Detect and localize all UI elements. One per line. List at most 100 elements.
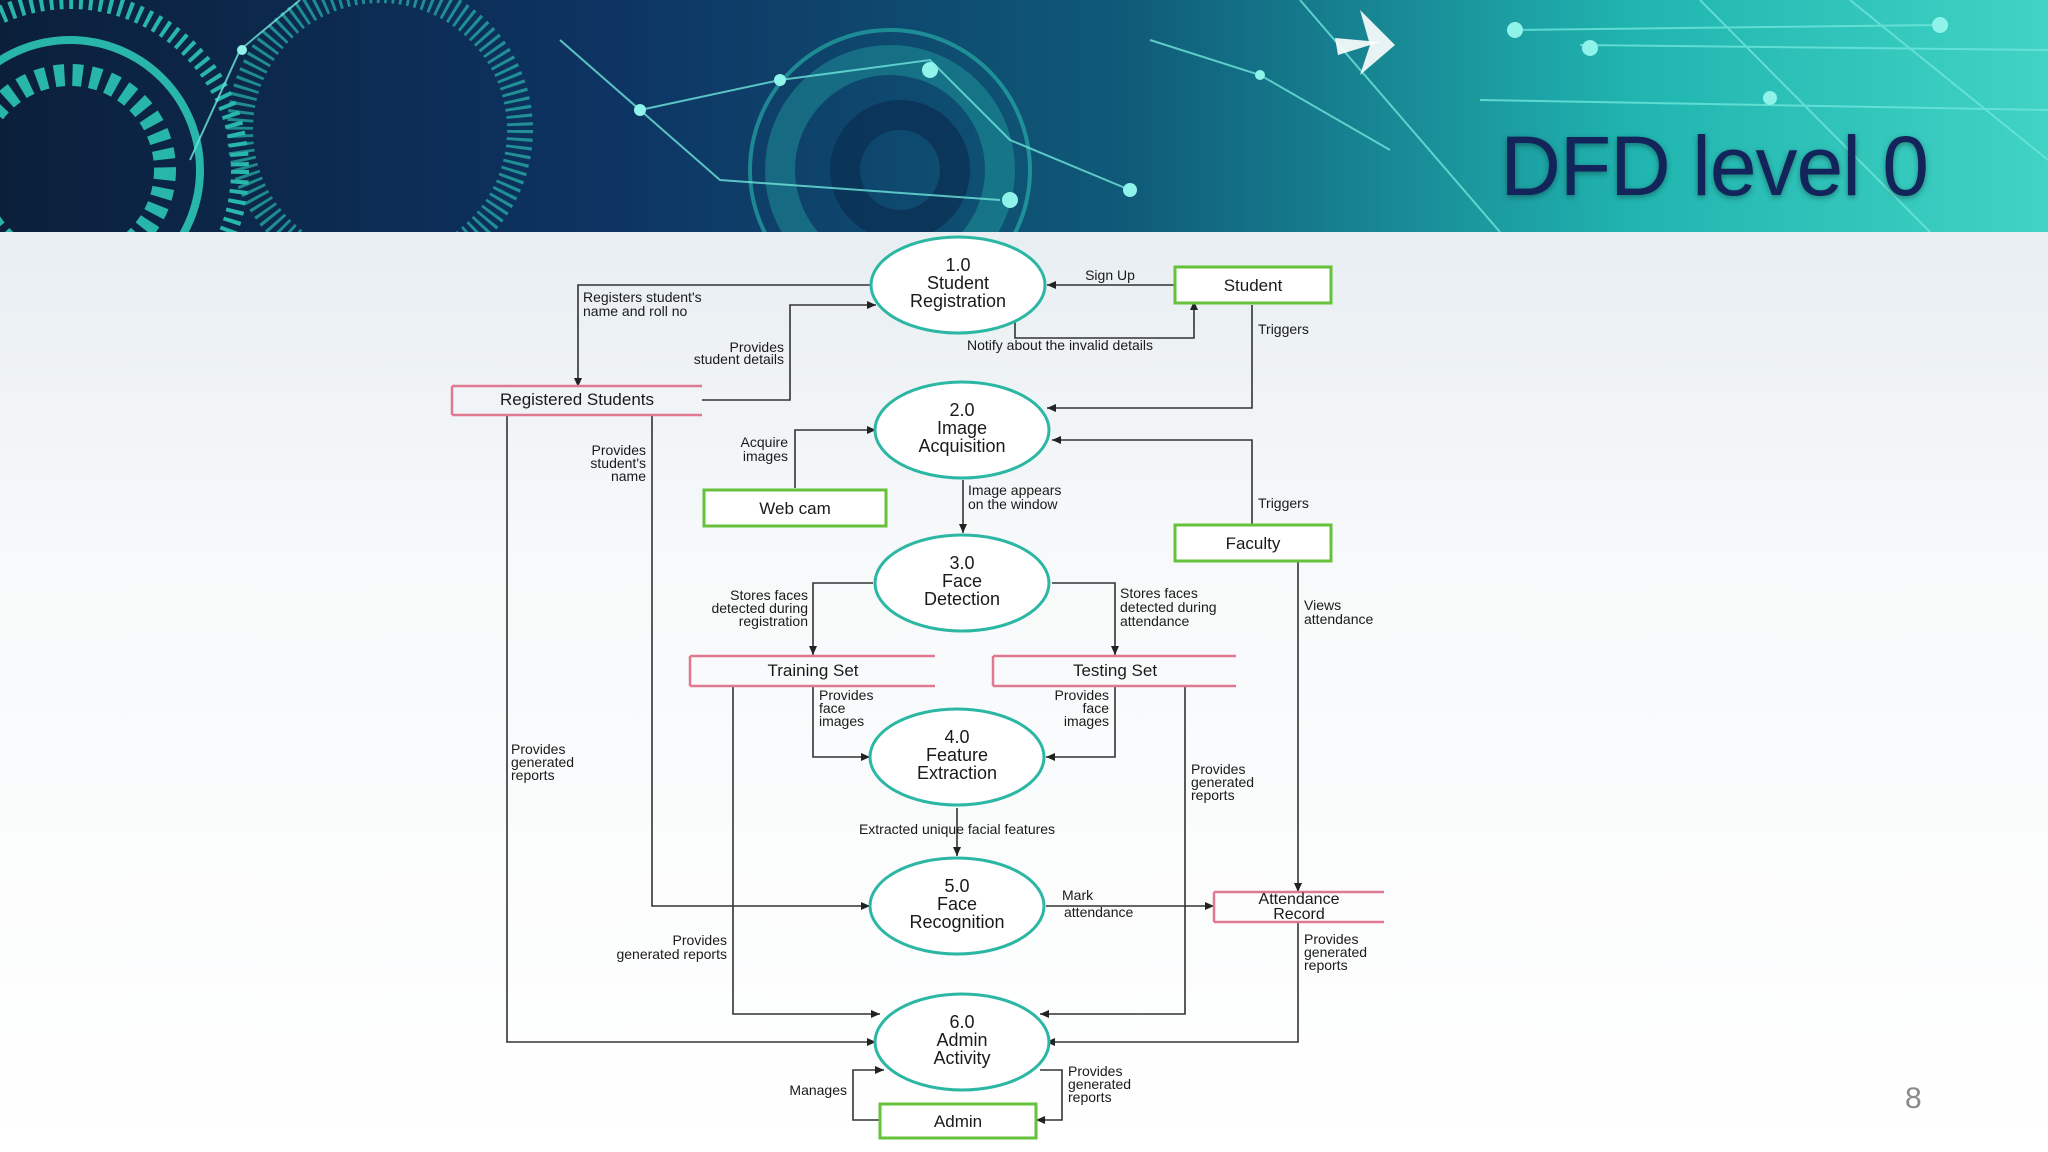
entity-admin: Admin: [878, 1102, 1038, 1140]
process-4-name-line1: Feature: [926, 745, 988, 765]
label-stores-reg-line2: detected during: [711, 600, 808, 616]
label-training-reports-line1: Provides: [673, 932, 727, 948]
data-store-attendance-record: Attendance Record: [1212, 890, 1384, 924]
label-views-line1: Views: [1304, 597, 1341, 613]
label-triggers-faculty: Triggers: [1258, 495, 1309, 511]
label-testing-face-line3: images: [1064, 713, 1109, 729]
flow-admin-reports: [1036, 1069, 1063, 1124]
process-3-number: 3.0: [949, 553, 974, 573]
label-image-appears-line2: on the window: [968, 496, 1058, 512]
flow-stores-attendance: [1052, 582, 1119, 655]
flow-training-reports: [732, 686, 880, 1018]
label-views-line2: attendance: [1304, 611, 1373, 627]
flow-registered-reports: [506, 415, 876, 1046]
process-3-name-line1: Face: [942, 571, 982, 591]
label-stores-att-line1: Stores faces: [1120, 585, 1198, 601]
label-admin-reports-line1: Provides: [1068, 1063, 1122, 1079]
process-4-name-line2: Extraction: [917, 763, 997, 783]
entity-faculty: Faculty: [1173, 523, 1333, 563]
label-stores-reg-line1: Stores faces: [730, 587, 808, 603]
flow-notify-invalid: [1014, 301, 1198, 339]
label-testing-reports-line1: Provides: [1191, 761, 1245, 777]
label-testing-face-line2: face: [1083, 700, 1110, 716]
flow-stores-registration: [809, 582, 873, 655]
page-number: 8: [1905, 1082, 1922, 1115]
label-attendance-reports-line2: generated: [1304, 944, 1367, 960]
flow-labels: Sign Up Registers student's name and rol…: [511, 267, 1373, 1105]
data-store-registered-students: Registered Students: [450, 384, 702, 417]
label-acquire-line2: images: [743, 448, 788, 464]
flow-testing-reports: [1040, 686, 1186, 1018]
label-provides-name-line2: student's: [590, 455, 646, 471]
label-training-face-line2: face: [819, 700, 846, 716]
process-5-number: 5.0: [944, 876, 969, 896]
label-testing-reports-line3: reports: [1191, 787, 1235, 803]
flow-registers: [574, 284, 870, 387]
process-5-name-line1: Face: [937, 894, 977, 914]
entity-label-admin: Admin: [934, 1112, 982, 1131]
store-label-attendance-line1: Attendance: [1259, 891, 1340, 908]
label-training-face-line3: images: [819, 713, 864, 729]
process-1-student-registration: 1.0 Student Registration: [869, 235, 1047, 335]
label-attendance-reports-line1: Provides: [1304, 931, 1358, 947]
flow-testing-face-images: [1046, 686, 1116, 761]
process-6-name-line1: Admin: [936, 1030, 987, 1050]
process-6-admin-activity: 6.0 Admin Activity: [873, 992, 1051, 1092]
label-provides-details-line2: student details: [694, 351, 784, 367]
process-2-name-line2: Acquisition: [918, 436, 1005, 456]
label-extracted: Extracted unique facial features: [859, 821, 1055, 837]
entity-student: Student: [1173, 265, 1333, 305]
slide-title: DFD level 0: [1500, 119, 1929, 213]
process-4-number: 4.0: [944, 727, 969, 747]
label-provides-details-line1: Provides: [730, 339, 784, 355]
store-label-training: Training Set: [767, 661, 858, 680]
entity-label-student: Student: [1224, 276, 1283, 295]
data-store-testing-set: Testing Set: [991, 654, 1236, 688]
label-admin-reports-line3: reports: [1068, 1089, 1112, 1105]
store-label-attendance-line2: Record: [1273, 906, 1325, 923]
label-registers-line2: name and roll no: [583, 303, 688, 319]
process-5-face-recognition: 5.0 Face Recognition: [868, 856, 1046, 956]
process-3-name-line2: Detection: [924, 589, 1000, 609]
flow-triggers-faculty: [1052, 436, 1253, 525]
label-testing-face-line1: Provides: [1055, 687, 1109, 703]
label-stores-att-line2: detected during: [1120, 599, 1217, 615]
process-1-number: 1.0: [945, 255, 970, 275]
label-registers-line1: Registers student's: [583, 289, 702, 305]
label-provides-name-line3: name: [611, 468, 646, 484]
process-4-feature-extraction: 4.0 Feature Extraction: [868, 707, 1046, 807]
store-label-testing: Testing Set: [1073, 661, 1157, 680]
label-mark-line2: attendance: [1064, 904, 1133, 920]
label-triggers-student: Triggers: [1258, 321, 1309, 337]
label-registered-reports-line2: generated: [511, 754, 574, 770]
label-mark-line1: Mark: [1062, 887, 1094, 903]
label-registered-reports-line3: reports: [511, 767, 555, 783]
label-attendance-reports-line3: reports: [1304, 957, 1348, 973]
process-2-name-line1: Image: [937, 418, 987, 438]
label-stores-att-line3: attendance: [1120, 613, 1189, 629]
label-image-appears-line1: Image appears: [968, 482, 1061, 498]
entity-label-webcam: Web cam: [759, 499, 831, 518]
label-provides-name-line1: Provides: [592, 442, 646, 458]
process-1-name-line1: Student: [927, 273, 989, 293]
label-stores-reg-line3: registration: [739, 613, 808, 629]
flow-acquire-images: [794, 426, 876, 488]
label-acquire-line1: Acquire: [741, 434, 789, 450]
store-label-registered: Registered Students: [500, 390, 654, 409]
label-manages: Manages: [789, 1082, 847, 1098]
label-sign-up: Sign Up: [1085, 267, 1135, 283]
flow-provides-details: [702, 301, 876, 401]
process-2-number: 2.0: [949, 400, 974, 420]
process-6-number: 6.0: [949, 1012, 974, 1032]
header-banner: DFD level 0: [0, 0, 2048, 232]
entity-label-faculty: Faculty: [1226, 534, 1281, 553]
entity-webcam: Web cam: [702, 488, 888, 528]
process-5-name-line2: Recognition: [909, 912, 1004, 932]
content-background: [0, 232, 2048, 1152]
flow-provides-name: [651, 415, 870, 910]
flow-manages: [852, 1066, 884, 1121]
process-6-name-line2: Activity: [933, 1048, 990, 1068]
flow-training-face-images: [812, 686, 870, 761]
